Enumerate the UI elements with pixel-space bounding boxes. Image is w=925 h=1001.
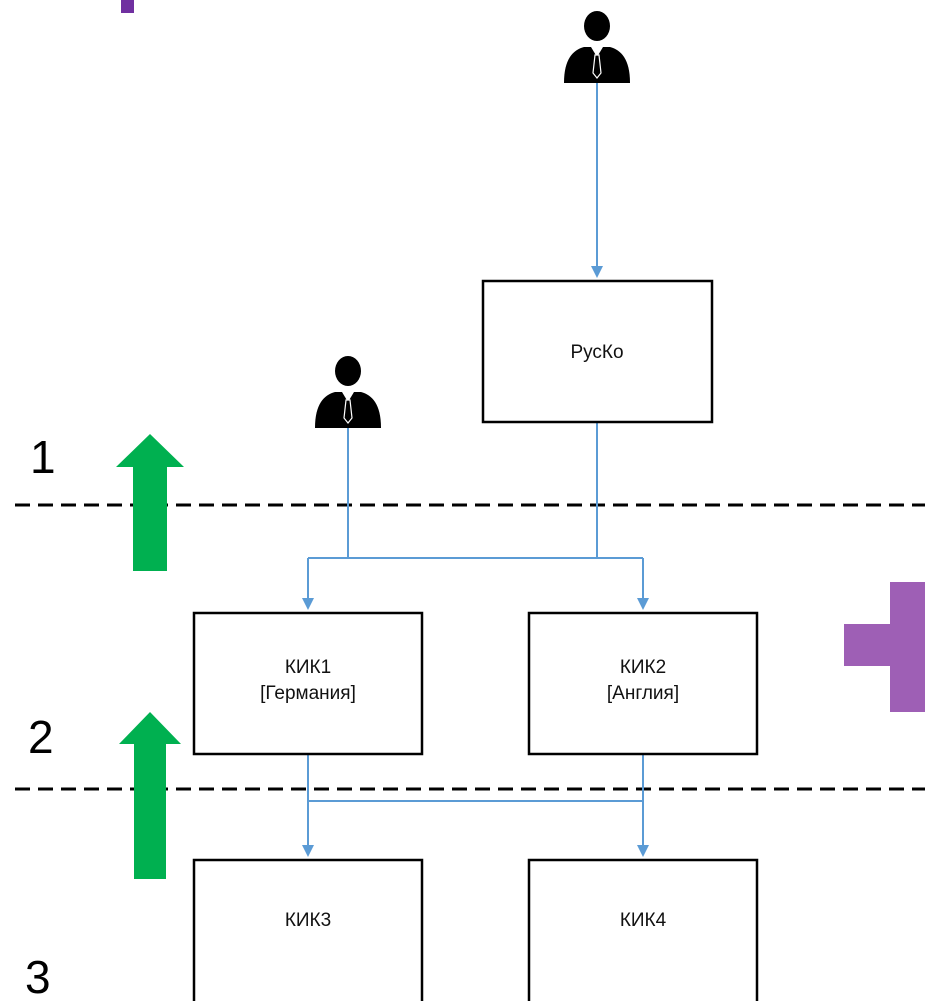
right-accent-shape	[844, 582, 925, 712]
level-3-label: 3	[25, 951, 51, 1001]
entity-label: КИК2	[620, 657, 666, 678]
entity-box-kik3: КИК3	[192, 858, 424, 1001]
level-1-label: 1	[30, 431, 56, 483]
entity-box-rusco: РусКо	[481, 279, 714, 424]
person-icon	[315, 356, 381, 428]
arrow-up-icon	[119, 712, 181, 879]
level-2-label: 2	[28, 711, 54, 763]
top-accent-shape	[121, 0, 134, 13]
arrow-up-icon	[116, 434, 184, 571]
entity-box-kik4: КИК4	[527, 858, 759, 1001]
entity-label: РусКо	[570, 342, 623, 363]
entity-box-kik1: КИК1 [Германия]	[192, 611, 424, 756]
entity-country: [Германия]	[260, 683, 356, 704]
entity-country: [Англия]	[607, 683, 679, 704]
entity-box-kik2: КИК2 [Англия]	[527, 611, 759, 756]
entity-label: КИК4	[620, 910, 667, 931]
entity-label: КИК3	[285, 910, 331, 931]
person-icon	[564, 11, 630, 83]
entity-label: КИК1	[285, 657, 331, 678]
